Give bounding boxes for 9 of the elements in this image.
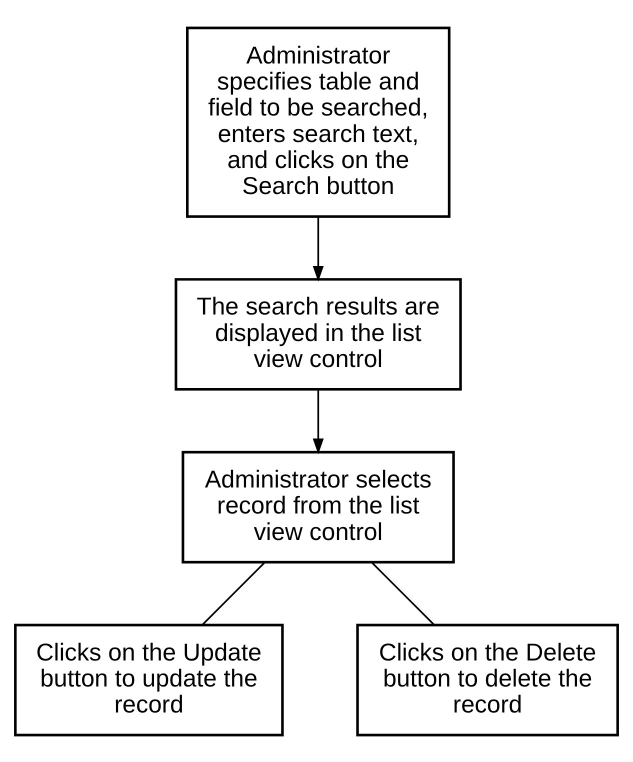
node-box: Administrator specifies table and field to be searched, enters search text, and clicks on the Search button bbox=[186, 26, 450, 218]
connector bbox=[371, 561, 434, 625]
connector bbox=[202, 561, 266, 625]
node-box: The search results are displayed in the list view control bbox=[174, 278, 462, 390]
arrow bbox=[312, 216, 324, 282]
arrow bbox=[312, 389, 324, 454]
node-box: Clicks on the Delete button to delete the record bbox=[356, 623, 619, 736]
node-box: Clicks on the Update button to update the record bbox=[14, 623, 284, 736]
node-box: Administrator selects record from the list view control bbox=[182, 450, 455, 563]
